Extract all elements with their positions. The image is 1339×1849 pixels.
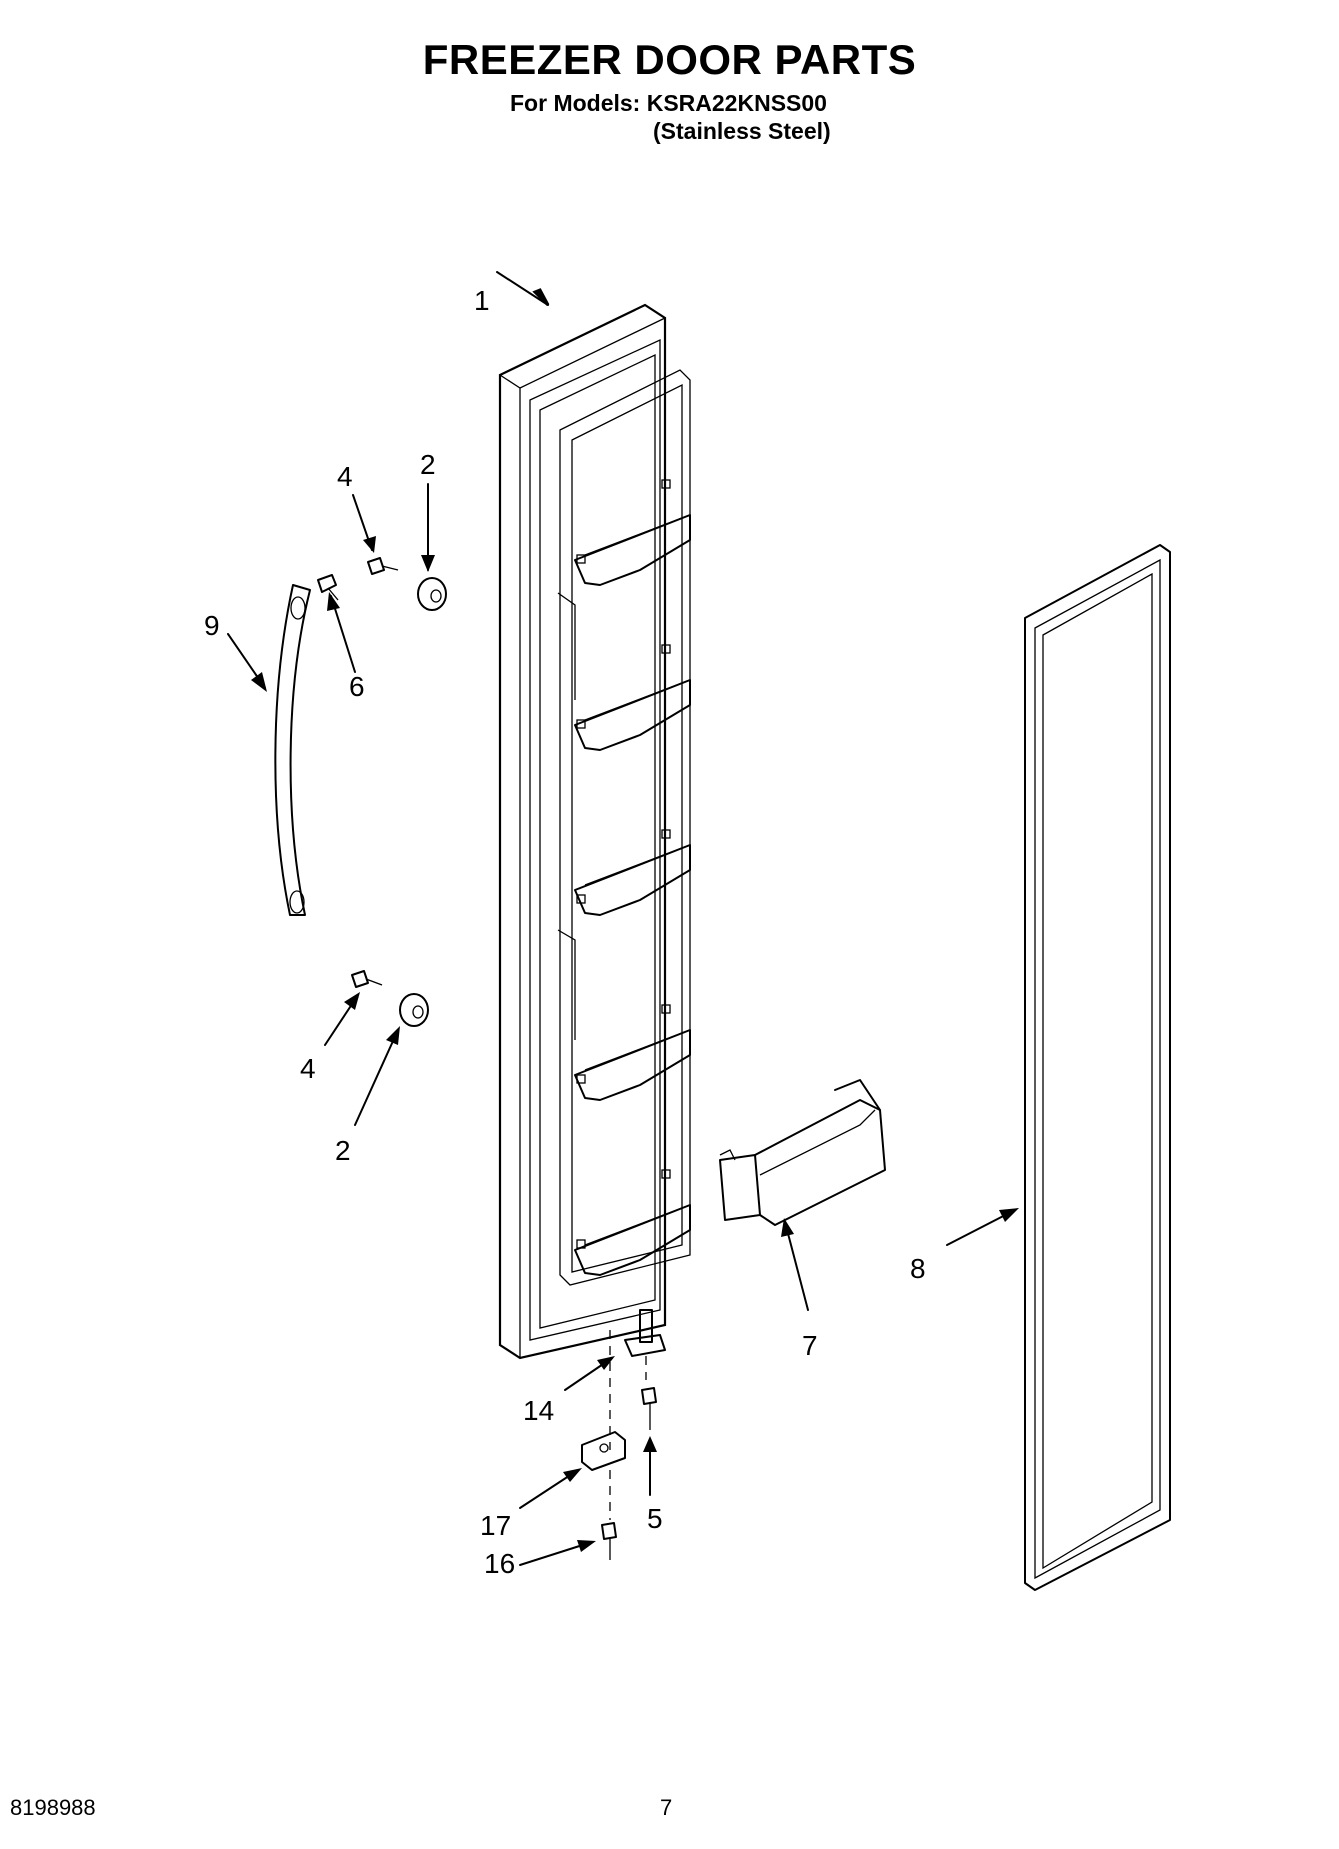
callout-2-upper: 2	[420, 449, 436, 480]
callout-14: 14	[523, 1395, 554, 1426]
door-handle-part	[274, 584, 311, 916]
fasteners	[317, 557, 666, 1560]
door-gasket-part	[1024, 544, 1171, 1591]
leader-arrows	[227, 271, 1019, 1566]
callout-4-upper: 4	[337, 461, 353, 492]
callout-16: 16	[484, 1548, 515, 1579]
callout-9: 9	[204, 610, 220, 641]
callout-7: 7	[802, 1330, 818, 1361]
models-line: For Models: KSRA22KNSS00	[510, 90, 827, 116]
freezer-door-part	[498, 303, 691, 1360]
page-title: FREEZER DOOR PARTS	[422, 36, 917, 83]
document-number: 8198988	[10, 1795, 96, 1820]
door-shelves	[557, 479, 691, 1276]
finish-line: (Stainless Steel)	[653, 118, 831, 144]
callout-8: 8	[910, 1253, 926, 1284]
callout-1: 1	[474, 285, 490, 316]
callout-6: 6	[349, 671, 365, 702]
callout-5: 5	[647, 1503, 663, 1534]
callout-2-lower: 2	[335, 1135, 351, 1166]
page-number: 7	[660, 1795, 673, 1820]
callout-17: 17	[480, 1510, 511, 1541]
callout-4-lower: 4	[300, 1053, 316, 1084]
bottom-bin-part	[719, 1079, 886, 1226]
